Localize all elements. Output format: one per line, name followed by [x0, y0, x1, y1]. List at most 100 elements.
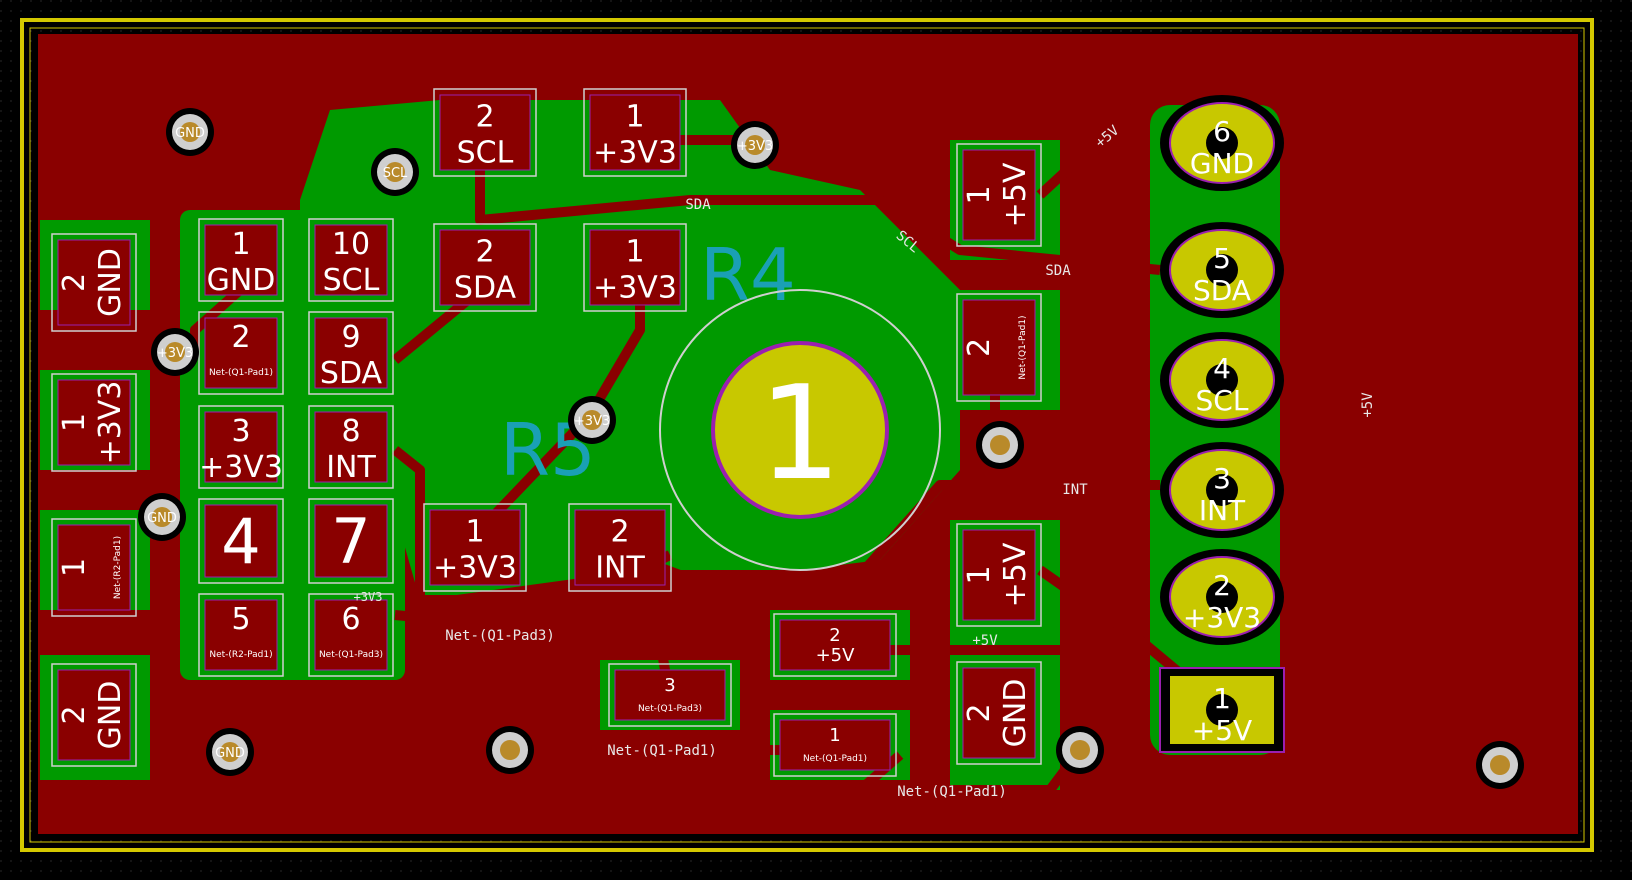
smd-pad-v5-right-1[interactable]: 1+5V	[956, 143, 1042, 247]
connector-pad-number: 3	[1213, 462, 1231, 495]
pad-net-label: SDA	[454, 271, 517, 306]
pad-net-label: Net-(R2-Pad1)	[209, 650, 272, 660]
via-scl[interactable]: SCL	[371, 148, 419, 196]
pad-net-label: +3V3	[593, 136, 677, 171]
connector-pad-net: SDA	[1193, 274, 1251, 307]
pad-net-label: Net-(Q1-Pad3)	[319, 650, 383, 660]
connector-pad-net: SCL	[1196, 384, 1249, 417]
pad-number: 2	[475, 235, 494, 270]
pad-number: 3	[231, 414, 250, 449]
pad-net-label: +5V	[998, 542, 1033, 607]
connector-pad-net: INT	[1199, 494, 1246, 527]
smd-pad-v33-top-1[interactable]: 1+3V3	[583, 88, 687, 177]
via-unlabeled[interactable]	[1056, 726, 1104, 774]
via-label: +3V3	[157, 346, 193, 361]
pad-number: 2	[231, 320, 250, 355]
pad-net-label: GND	[93, 681, 128, 750]
pad-net-label: +3V3	[593, 271, 677, 306]
smd-pad-u1-3[interactable]: 3+3V3	[198, 405, 284, 489]
trace-label-q1pad1-a: Net-(Q1-Pad1)	[607, 743, 717, 759]
pad-number: 5	[231, 602, 250, 637]
pad-number: 7	[331, 505, 370, 578]
via-3v3[interactable]: +3V3	[151, 328, 199, 376]
pad-net-label: Net-(Q1-Pad3)	[638, 704, 702, 714]
pad-number: 1	[465, 515, 484, 550]
pad-net-label: Net-(Q1-Pad1)	[209, 368, 273, 378]
connector-pad-net: +5V	[1192, 714, 1252, 747]
via-3v3[interactable]: +3V3	[731, 121, 779, 169]
pad-net-label: SCL	[457, 136, 514, 171]
pad-number: 1	[829, 725, 840, 746]
connector-pad-number: 2	[1213, 569, 1231, 602]
pad-number: 1	[962, 185, 997, 204]
center-mounting-hole[interactable]: 1	[659, 289, 941, 571]
pad-net-label: +3V3	[199, 450, 283, 485]
pad-number: 2	[962, 703, 997, 722]
smd-pad-v33-left-1[interactable]: 1+3V3	[51, 373, 137, 472]
pad-net-label: +5V	[816, 645, 856, 666]
smd-pad-u1-4[interactable]: 4	[198, 498, 284, 584]
smd-pad-v33-mid-1[interactable]: 1+3V3	[583, 223, 687, 312]
trace-label-5v-mid: +5V	[972, 633, 998, 649]
smd-pad-v33-bottom-1[interactable]: 1+3V3	[423, 503, 527, 592]
pad-number: 1	[625, 235, 644, 270]
via-unlabeled[interactable]	[1476, 741, 1524, 789]
pad-net-label: +3V3	[93, 381, 128, 465]
via-gnd[interactable]: GND	[166, 108, 214, 156]
pad-number: 1	[962, 565, 997, 584]
connector-pad-number: 4	[1213, 352, 1231, 385]
connector-pad-1[interactable]: 1+5V	[1159, 667, 1285, 753]
via-3v3[interactable]: +3V3	[568, 396, 616, 444]
via-gnd[interactable]: GND	[138, 493, 186, 541]
smd-pad-q1-2[interactable]: 2+5V	[773, 613, 897, 677]
pad-net-label: +5V	[998, 162, 1033, 227]
via-label: +3V3	[574, 414, 610, 429]
via-gnd[interactable]: GND	[206, 728, 254, 776]
pad-number: 2	[57, 273, 92, 292]
pad-number: 9	[341, 320, 360, 355]
via-label: GND	[175, 126, 205, 141]
pad-number: 1	[57, 413, 92, 432]
pad-number: 4	[221, 505, 260, 578]
via-unlabeled[interactable]	[486, 726, 534, 774]
trace-label-5v-right: +5V	[1360, 392, 1376, 418]
via-unlabeled[interactable]	[976, 421, 1024, 469]
pad-number: 3	[664, 675, 675, 696]
pad-number: 2	[57, 705, 92, 724]
pad-number: 2	[962, 338, 997, 357]
silk-r4: R4	[700, 233, 796, 317]
center-hole-number: 1	[759, 357, 842, 509]
smd-pad-u1-7[interactable]: 7	[308, 498, 394, 584]
connector-pad-number: 5	[1213, 242, 1231, 275]
connector-pad-2[interactable]: 2+3V3	[1160, 549, 1284, 645]
pad-number: 6	[341, 602, 360, 637]
smd-pad-v5-right-lower-1[interactable]: 1+5V	[956, 523, 1042, 627]
pad-number: 2	[610, 515, 629, 550]
